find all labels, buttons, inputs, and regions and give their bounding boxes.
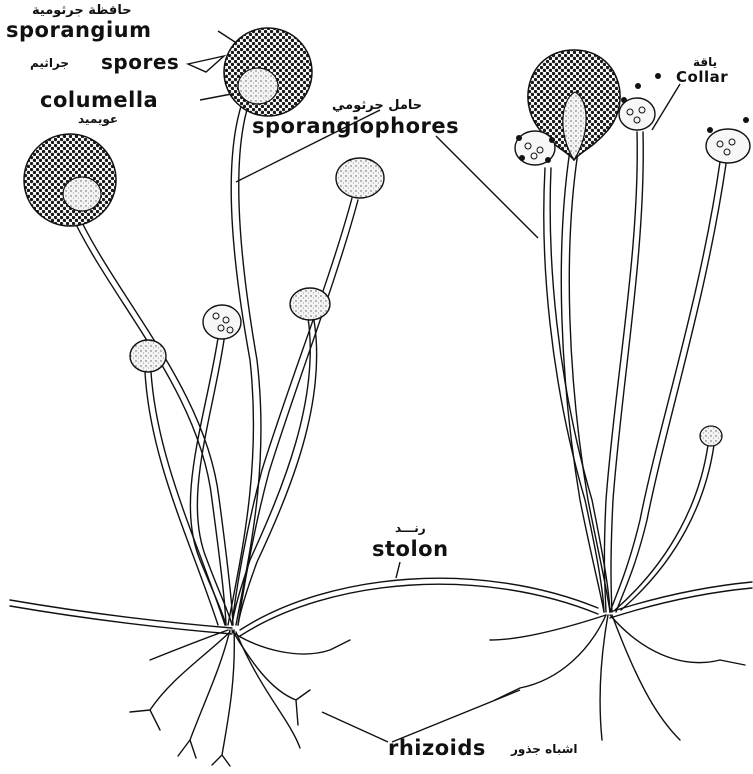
label-spores: spores xyxy=(101,50,179,74)
label-sporangiophores: sporangiophores xyxy=(252,114,459,138)
stolon-left xyxy=(10,600,232,628)
label-sporangium: sporangium xyxy=(6,18,152,42)
label-sporangium-ar: حافظة جرثومية xyxy=(32,3,132,18)
label-collar: Collar xyxy=(676,68,728,86)
label-stolon: stolon xyxy=(372,537,449,561)
columella xyxy=(238,68,278,104)
label-stolon-ar: رنـــد xyxy=(395,521,426,535)
label-rhizoids-ar: اشباه جذور xyxy=(511,742,578,756)
stolon-right xyxy=(610,582,752,612)
left-sporangia xyxy=(24,28,384,372)
label-rhizoids: rhizoids xyxy=(388,736,486,760)
label-columella: columella xyxy=(40,88,158,112)
left-plant xyxy=(10,92,752,766)
sporangium-left xyxy=(24,134,116,226)
label-sporangiophores-ar: حامل جرثومي xyxy=(332,98,422,113)
stolon-middle xyxy=(240,578,598,630)
label-collar-ar: ياقة xyxy=(693,55,717,69)
label-spores-ar: جراثيم xyxy=(30,56,69,70)
sporangiophore-stalk xyxy=(228,92,253,625)
label-columella-ar: عويميد xyxy=(78,112,118,126)
